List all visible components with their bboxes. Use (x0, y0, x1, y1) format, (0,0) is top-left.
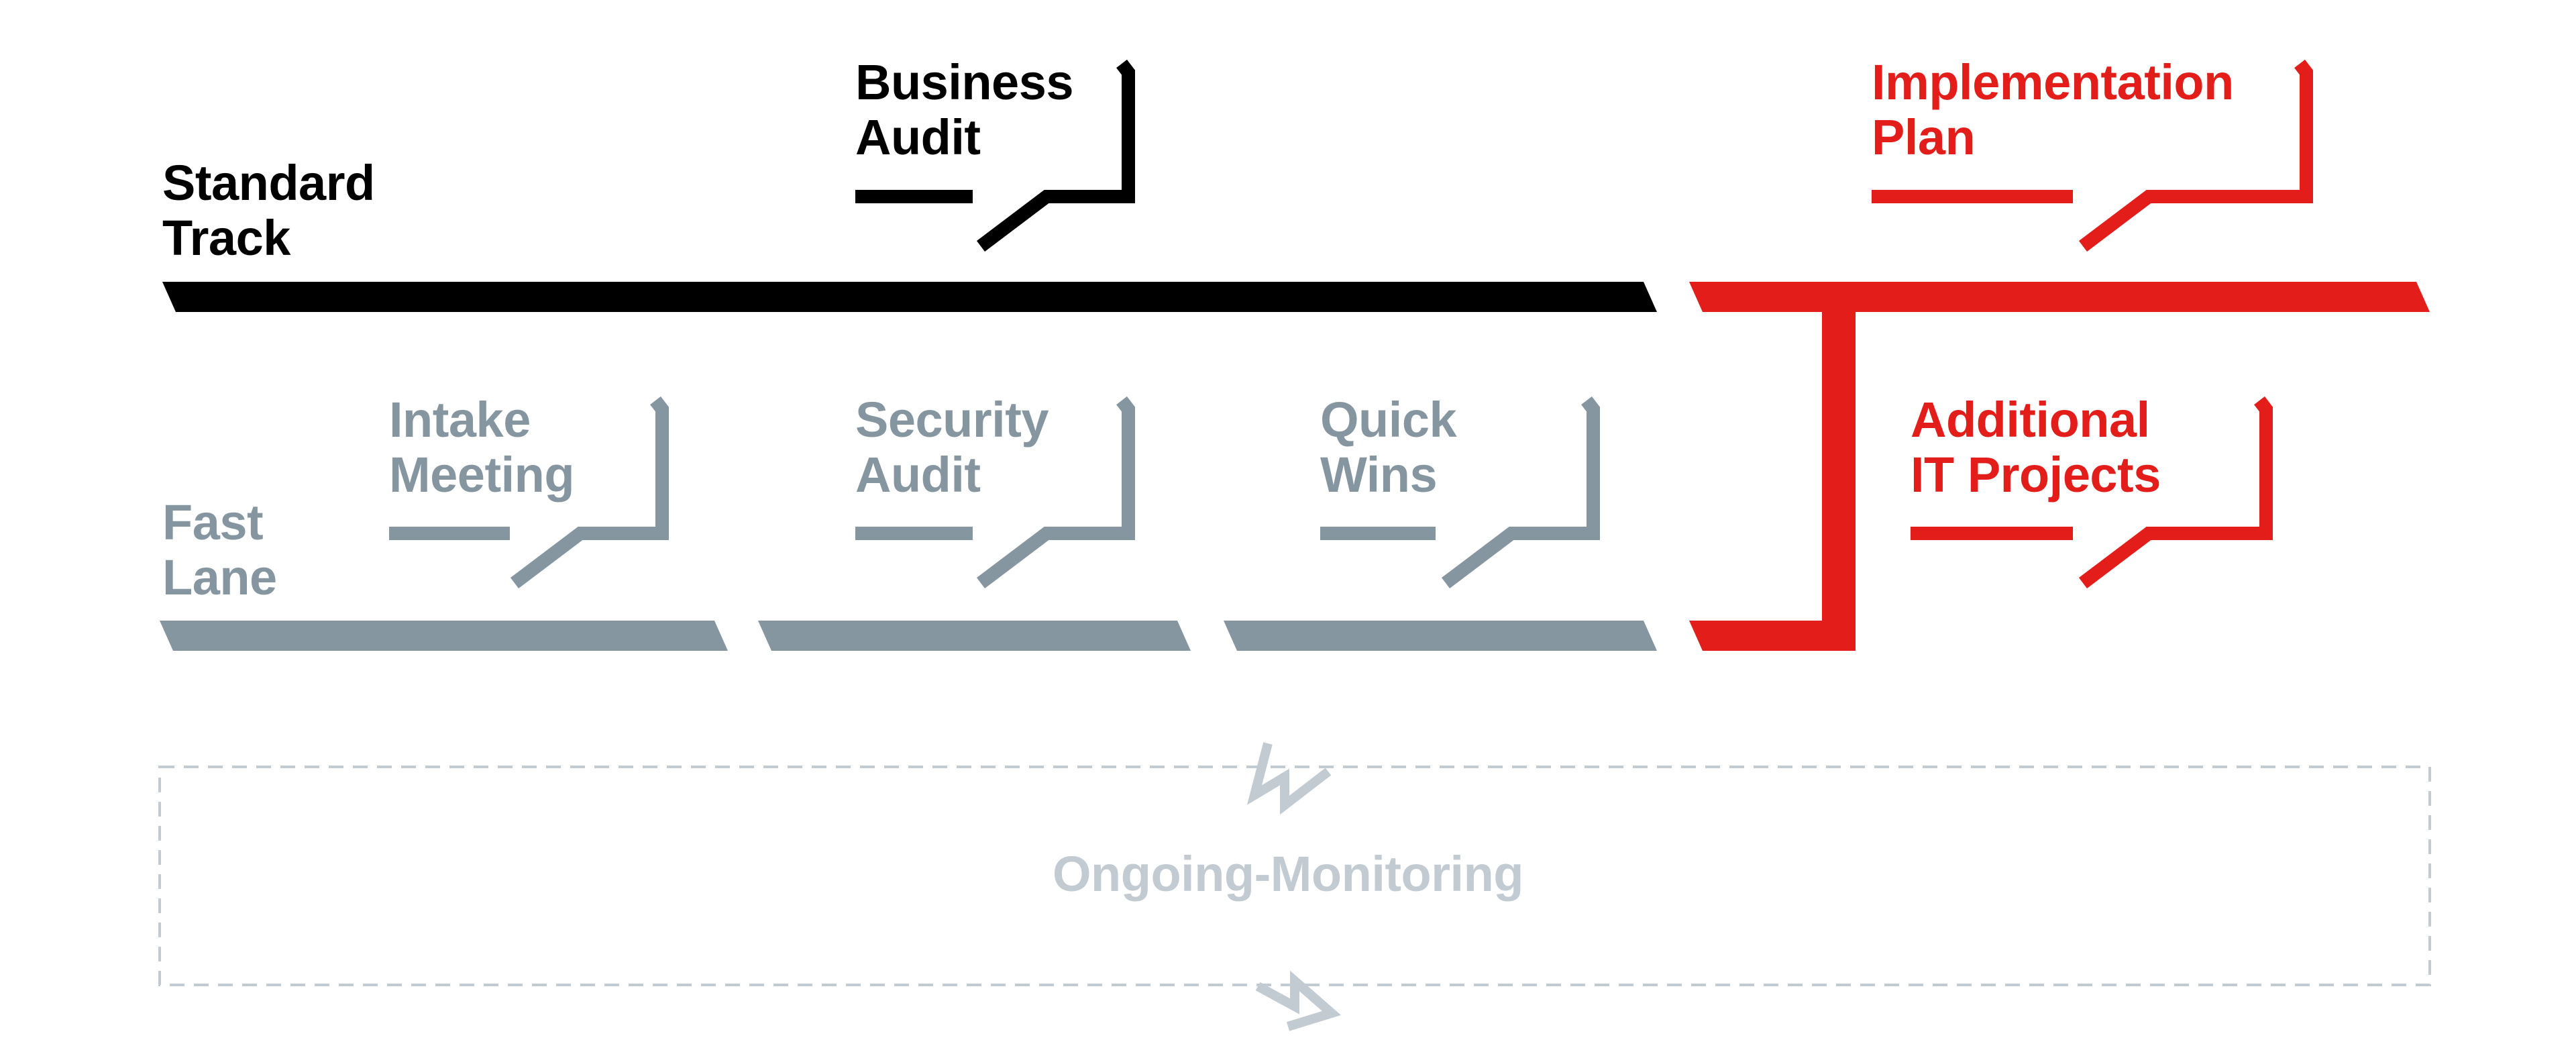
implementation-plan-label: Implementation Plan (1872, 55, 2234, 165)
intake-meeting-line2: Meeting (389, 447, 575, 503)
standard-track-bar (162, 282, 1657, 312)
fast-lane-bar-2 (758, 621, 1191, 651)
intake-meeting-line1: Intake (389, 392, 531, 448)
cycle-top-icon (1246, 742, 1332, 815)
bubble-business-audit (855, 59, 1135, 252)
implementation-bar (1689, 282, 2430, 312)
additional-it-projects-label: Additional IT Projects (1911, 392, 2161, 503)
fast-lane-line1: Fast (162, 494, 264, 550)
standard-track-line1: Standard (162, 155, 375, 211)
bubble-implementation-plan (1872, 59, 2313, 252)
security-audit-line1: Security (855, 392, 1049, 448)
business-audit-line2: Audit (855, 109, 981, 165)
standard-track-line2: Track (162, 210, 290, 266)
intake-meeting-label: Intake Meeting (389, 392, 575, 503)
ongoing-monitoring-label: Ongoing-Monitoring (1053, 846, 1524, 902)
additional-it-projects-line2: IT Projects (1911, 447, 2161, 503)
bubble-quick-wins (1320, 396, 1600, 588)
business-audit-label: Business Audit (855, 54, 1074, 165)
additional-projects-bar (1689, 621, 1856, 651)
quick-wins-line2: Wins (1320, 447, 1438, 503)
bubble-security-audit (855, 396, 1135, 588)
business-audit-line1: Business (855, 54, 1074, 110)
cycle-bottom-icon (1255, 970, 1342, 1031)
bubble-intake-meeting (389, 396, 669, 588)
bubble-additional-it-projects (1911, 396, 2273, 588)
additional-it-projects-line1: Additional (1911, 392, 2150, 448)
implementation-plan-line2: Plan (1872, 109, 1976, 165)
implementation-connector (1822, 282, 1856, 651)
implementation-plan-line1: Implementation (1872, 54, 2234, 110)
fast-lane-label: Fast Lane (162, 495, 277, 605)
quick-wins-line1: Quick (1320, 392, 1457, 448)
fast-lane-bar-1 (160, 621, 728, 651)
security-audit-line2: Audit (855, 447, 981, 503)
fast-lane-bar-3 (1224, 621, 1657, 651)
security-audit-label: Security Audit (855, 392, 1049, 503)
fast-lane-line2: Lane (162, 549, 277, 605)
quick-wins-label: Quick Wins (1320, 392, 1457, 503)
standard-track-label: Standard Track (162, 156, 375, 266)
